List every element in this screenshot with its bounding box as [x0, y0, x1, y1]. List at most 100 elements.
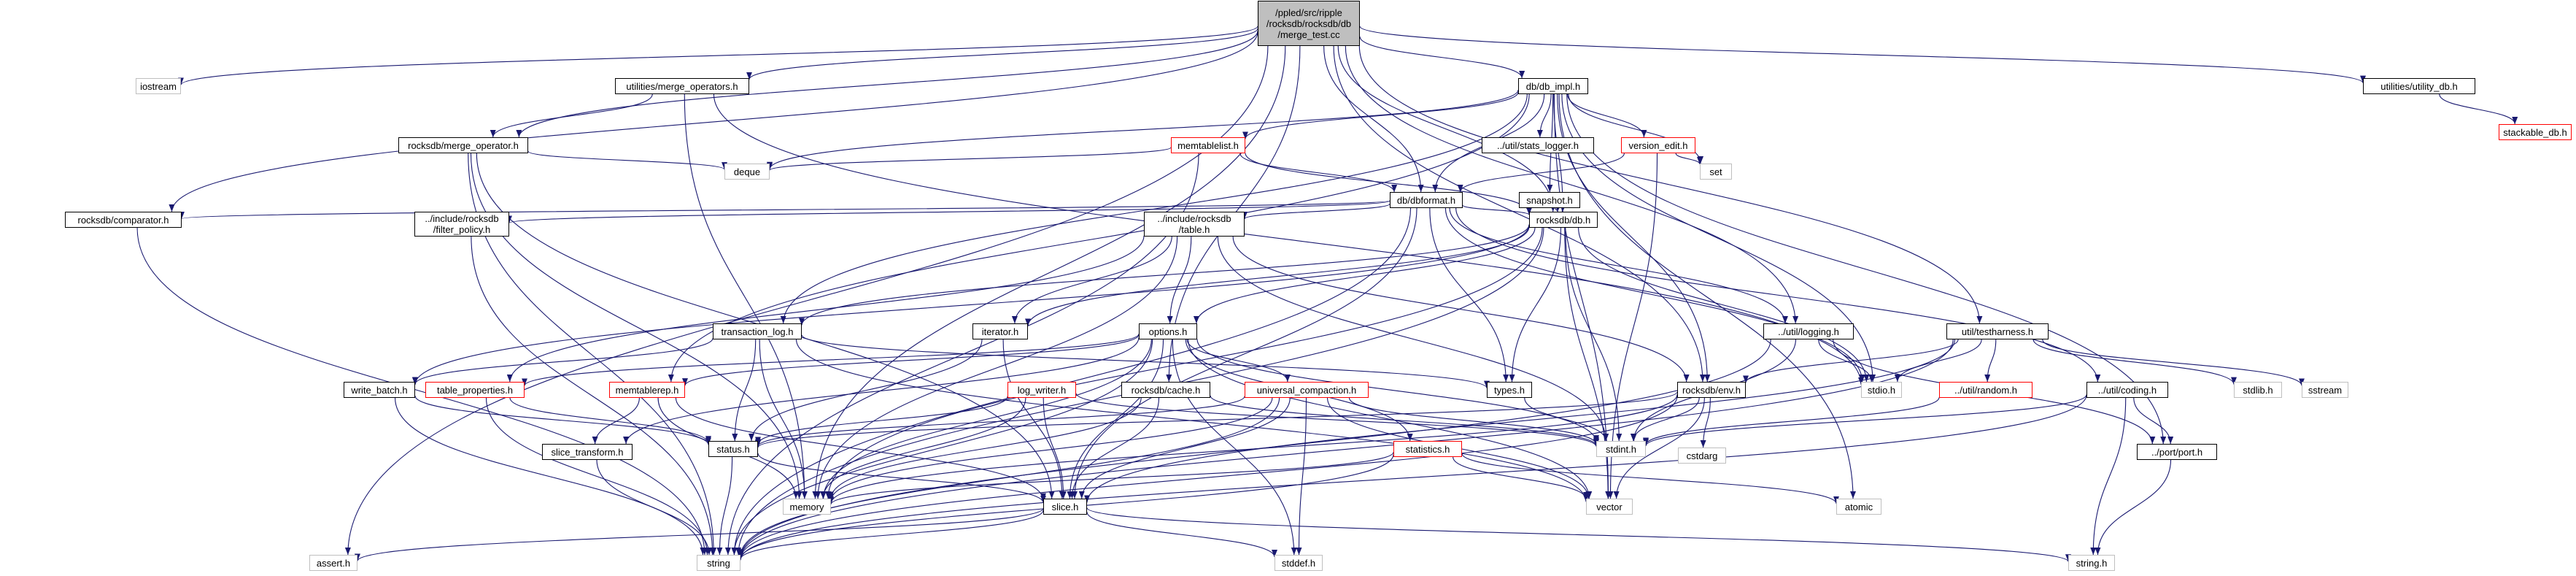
edge-utility-db-to-stackable-db	[2439, 93, 2518, 125]
node-transaction-log[interactable]: transaction_log.h	[713, 323, 802, 339]
node-table[interactable]: ../include/rocksdb /table.h	[1144, 212, 1245, 237]
edge-iterator-to-status	[749, 339, 983, 442]
edge-status-to-string	[716, 456, 733, 556]
edge-env-to-status	[755, 391, 1678, 448]
node-db-impl[interactable]: db/db_impl.h	[1518, 78, 1588, 94]
node-utility-db[interactable]: utilities/utility_db.h	[2363, 78, 2475, 94]
edge-options-to-memtablerep	[682, 334, 1140, 386]
node-root: /ppled/src/ripple /rocksdb/rocksdb/db /m…	[1258, 1, 1360, 46]
edge-root-to-testharness	[1358, 45, 1983, 324]
node-stackable-db[interactable]: stackable_db.h	[2499, 124, 2572, 140]
edge-version-edit-to-set	[1675, 153, 1703, 165]
edge-merge-operators-to-merge-operator	[490, 93, 653, 138]
edge-env-to-string	[738, 396, 1678, 559]
node-write-batch[interactable]: write_batch.h	[344, 382, 415, 398]
edge-table-properties-to-status	[509, 397, 711, 444]
edge-root-to-env	[1333, 45, 1706, 383]
edge-transaction-log-to-write-batch	[412, 338, 713, 385]
node-db[interactable]: rocksdb/db.h	[1529, 212, 1598, 228]
node-statistics[interactable]: statistics.h	[1393, 441, 1462, 457]
edge-log-writer-to-status	[755, 396, 1008, 445]
edge-root-to-dbformat	[1323, 45, 1424, 193]
edge-cache-to-slice	[1069, 397, 1160, 499]
edge-slice-to-string-h	[1086, 507, 2071, 562]
node-merge-operator[interactable]: rocksdb/merge_operator.h	[398, 137, 528, 153]
node-stdlib: stdlib.h	[2234, 382, 2282, 398]
edge-log-writer-to-slice	[1043, 397, 1067, 499]
edge-coding-to-stdint	[1643, 394, 2087, 447]
node-status[interactable]: status.h	[708, 441, 758, 457]
edge-dbformat-to-stdio	[1444, 207, 1865, 383]
edge-universal-compaction-to-slice	[1078, 397, 1291, 499]
node-slice[interactable]: slice.h	[1043, 499, 1087, 515]
edge-options-to-table-properties	[522, 333, 1140, 386]
edge-db-to-stdio	[1578, 227, 1870, 383]
node-iostream: iostream	[136, 78, 181, 94]
edge-slice-to-stddef	[1086, 512, 1277, 558]
node-types[interactable]: types.h	[1487, 382, 1532, 398]
edge-universal-compaction-to-status	[755, 396, 1245, 447]
edge-statistics-to-atomic	[1461, 453, 1839, 504]
edge-universal-compaction-to-stddef	[1296, 397, 1307, 556]
edge-table-to-table-properties	[506, 235, 1145, 383]
edge-env-to-cstdarg	[1700, 397, 1711, 448]
edge-cache-to-memory	[828, 397, 1142, 499]
node-filter-policy[interactable]: ../include/rocksdb /filter_policy.h	[414, 212, 509, 237]
node-stats-logger[interactable]: ../util/stats_logger.h	[1482, 137, 1594, 153]
edge-testharness-to-random	[1984, 339, 1997, 383]
node-cache[interactable]: rocksdb/cache.h	[1121, 382, 1210, 398]
node-dbformat[interactable]: db/dbformat.h	[1390, 192, 1463, 208]
node-comparator[interactable]: rocksdb/comparator.h	[65, 212, 182, 228]
node-vector: vector	[1586, 499, 1633, 515]
node-log-writer[interactable]: log_writer.h	[1007, 382, 1076, 398]
node-universal-compaction[interactable]: universal_compaction.h	[1245, 382, 1369, 398]
node-deque: deque	[724, 164, 770, 180]
edge-logging-to-stdio	[1818, 339, 1875, 383]
node-coding[interactable]: ../util/coding.h	[2086, 382, 2168, 398]
node-testharness[interactable]: util/testharness.h	[1946, 323, 2049, 339]
edge-memtablerep-to-slice-transform	[592, 397, 640, 445]
edge-memtablerep-to-slice	[675, 397, 1046, 501]
node-table-properties[interactable]: table_properties.h	[425, 382, 525, 398]
edge-universal-compaction-to-stdint	[1348, 397, 1599, 445]
edge-cache-to-stdint	[1210, 395, 1599, 446]
edge-root-to-iostream	[178, 26, 1258, 85]
node-memtablelist[interactable]: memtablelist.h	[1171, 137, 1245, 153]
node-port[interactable]: ../port/port.h	[2137, 444, 2217, 460]
node-random[interactable]: ../util/random.h	[1939, 382, 2032, 398]
node-logging[interactable]: ../util/logging.h	[1763, 323, 1854, 339]
node-merge-operators[interactable]: utilities/merge_operators.h	[615, 78, 749, 94]
edge-transaction-log-to-status	[732, 339, 757, 442]
edge-table-properties-to-string	[485, 397, 711, 556]
node-stdio: stdio.h	[1861, 382, 1902, 398]
edge-dbformat-to-slice	[1071, 207, 1417, 499]
node-iterator[interactable]: iterator.h	[972, 323, 1028, 339]
edge-universal-compaction-to-memory	[828, 397, 1273, 502]
edge-slice-to-assert	[355, 507, 1044, 561]
edge-db-to-write-batch	[412, 224, 1530, 385]
edge-memtablelist-to-dbformat	[1239, 153, 1398, 193]
node-memory: memory	[783, 499, 831, 515]
edge-root-to-merge-operators	[746, 28, 1258, 80]
edge-memtablelist-to-deque	[767, 147, 1172, 171]
node-stddef: stddef.h	[1275, 555, 1323, 571]
edge-write-batch-to-string	[395, 397, 706, 556]
edge-testharness-to-stdio	[1894, 339, 1982, 383]
edge-root-to-logging	[1345, 45, 1799, 324]
node-snapshot[interactable]: snapshot.h	[1519, 192, 1580, 208]
node-options[interactable]: options.h	[1139, 323, 1197, 339]
edge-coding-to-string	[738, 394, 2087, 561]
node-memtablerep[interactable]: memtablerep.h	[609, 382, 685, 398]
edge-root-to-memory	[812, 45, 1286, 499]
node-slice-transform[interactable]: slice_transform.h	[542, 444, 633, 460]
node-version-edit[interactable]: version_edit.h	[1621, 137, 1695, 153]
edge-options-to-slice-transform	[623, 337, 1140, 445]
edge-status-to-slice	[757, 453, 1046, 503]
edge-root-to-db	[1337, 45, 1556, 212]
node-env[interactable]: rocksdb/env.h	[1677, 382, 1746, 398]
edge-testharness-to-sstream	[2042, 339, 2305, 386]
edge-dbformat-to-table	[1242, 203, 1391, 220]
edge-root-to-db-impl	[1359, 36, 1525, 79]
edge-testharness-to-stdlib	[2032, 339, 2237, 385]
edge-root-to-comparator	[169, 31, 1258, 212]
